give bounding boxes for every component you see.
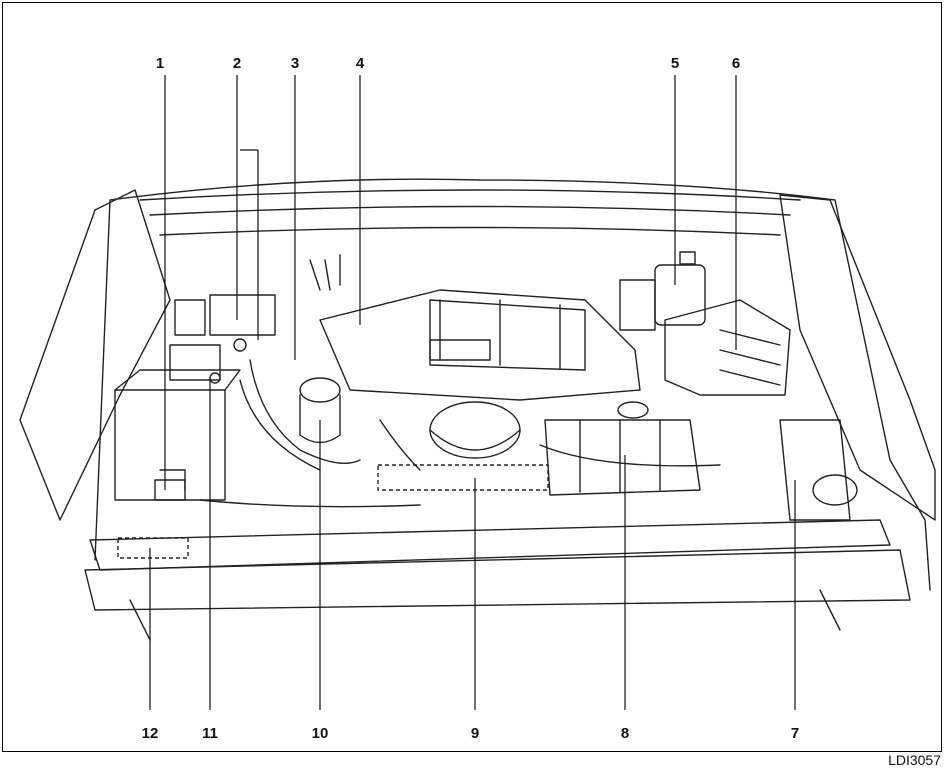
diagram-frame [2,2,942,752]
dashed-box-9 [377,464,549,491]
callout-5: 5 [671,55,679,72]
cowl-line-3 [159,226,781,236]
callout-12: 12 [142,725,159,742]
callout-10: 10 [312,725,329,742]
coolant-tank [544,419,701,496]
callout-2: 2 [233,55,241,72]
dashed-box-12 [117,537,189,559]
callout-9: 9 [471,725,479,742]
air-filter [664,299,791,396]
callout-11: 11 [202,725,218,742]
cowl-line [139,189,801,201]
cowl-line-2 [149,205,791,216]
callout-3: 3 [291,55,299,72]
hood-outline [94,178,931,591]
battery-box [114,389,226,501]
ps-reservoir-cap [299,377,341,403]
right-fender [779,194,936,521]
callout-7: 7 [791,725,799,742]
callout-6: 6 [732,55,740,72]
engine-cover [319,289,641,401]
front-support [89,519,891,571]
callout-1: 1 [156,55,164,72]
figure-code: LDI3057 [888,752,941,768]
callout-8: 8 [621,725,629,742]
front-lower [84,549,911,611]
left-fender [19,189,171,521]
right-housing [779,419,851,521]
fuse-box [209,294,276,336]
callout-4: 4 [356,55,365,72]
